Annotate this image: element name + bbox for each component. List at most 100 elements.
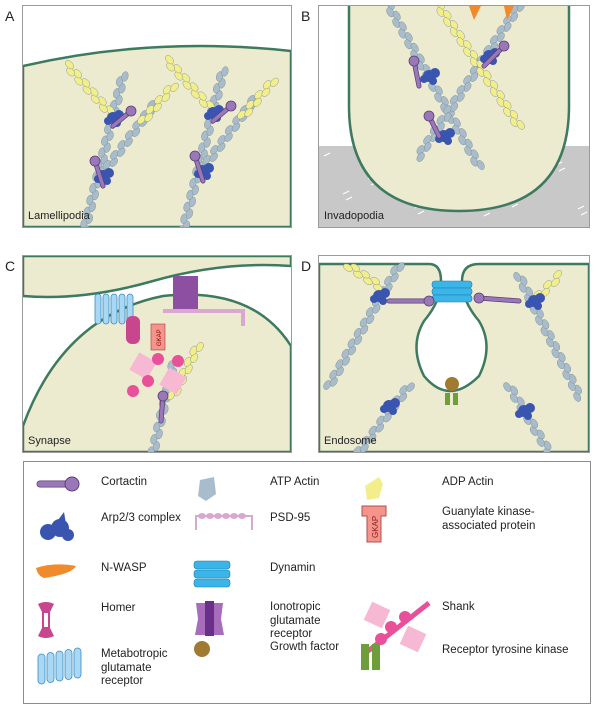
panel-name: Invadopodia [324, 210, 384, 222]
adp-actin-subunit [543, 280, 552, 289]
adp-actin-subunit [343, 263, 353, 272]
adp-actin-subunit [443, 17, 452, 27]
atp-actin-subunit [557, 352, 566, 362]
adp-actin-subunit [551, 278, 560, 287]
rtk [453, 393, 458, 405]
atp-actin-subunit [464, 138, 473, 149]
matrix-fiber [580, 211, 588, 216]
ionotropic-receptor [173, 276, 198, 311]
atp-actin-subunit [496, 25, 505, 35]
legend-label: Receptor tyrosine kinase [442, 644, 569, 656]
matrix-fiber [323, 152, 331, 157]
atp-actin-subunit [353, 328, 362, 338]
cortactin [408, 55, 422, 89]
atp-actin-subunit [341, 348, 350, 359]
atp-actin-subunit [353, 446, 362, 452]
atp-actin-subunit [221, 66, 229, 77]
atp-actin-subunit [224, 125, 234, 135]
adp-actin-subunit [154, 95, 163, 105]
matrix-fiber [558, 167, 566, 172]
atp-actin-subunit [436, 115, 445, 125]
atp-actin-subunit [423, 135, 432, 145]
adp-actin-subunit [182, 80, 192, 90]
adp-actin-subunit [253, 97, 262, 107]
atp-actin-subunit [489, 35, 499, 45]
adp-actin-subunit [553, 270, 562, 279]
atp-actin-subunit [216, 71, 224, 82]
atp-actin-subunit [110, 150, 119, 160]
adp-actin-subunit [245, 100, 255, 110]
svg-text:GKAP: GKAP [371, 516, 380, 538]
atp-actin-subunit [449, 95, 459, 105]
adp-actin-subunit [443, 10, 452, 20]
adp-actin-subunit [436, 7, 445, 17]
atp-actin-subunit [398, 392, 408, 402]
psd-95 [163, 309, 245, 326]
atp-actin-subunit [102, 160, 111, 170]
lamellipodia-illustration [23, 44, 291, 227]
adp-actin-subunit [476, 67, 485, 77]
atp-actin-subunit [386, 6, 395, 10]
adp-actin-subunit [350, 263, 360, 272]
panel-name: Endosome [324, 435, 377, 447]
adp-actin-subunit [509, 117, 519, 127]
arp23-complex [370, 288, 390, 305]
atp-actin-subunit [80, 218, 88, 227]
adp-actin-subunit [262, 80, 272, 90]
adp-actin-subunit [81, 78, 91, 88]
matrix-fiber [342, 190, 350, 195]
growth-factor [445, 377, 459, 391]
cortactin [157, 390, 169, 424]
atp-actin-subunit [404, 39, 413, 50]
panel-lamellipodia: Lamellipodia [22, 5, 292, 228]
atp-actin-subunit [213, 83, 221, 94]
atp-actin-subunit [209, 152, 218, 162]
atp-actin-subunit [509, 12, 519, 22]
adp-actin-subunit [173, 64, 182, 74]
atp-actin-subunit [375, 423, 384, 433]
atp-actin-subunit [398, 28, 407, 39]
atp-actin-subunit [463, 75, 472, 85]
adp-actin-subunit [197, 91, 207, 101]
adp-actin-subunit [189, 82, 199, 92]
panel-letter-d: D [301, 258, 312, 274]
legend-label: Ionotropic glutamate receptor [270, 601, 321, 640]
adp-actin-subunit [456, 30, 465, 40]
atp-actin-subunit [529, 426, 538, 436]
metabotropic-receptor-helix [102, 293, 110, 325]
atp-actin-subunit [509, 393, 518, 403]
actin-filament [503, 382, 552, 452]
atp-actin-subunit [469, 72, 479, 82]
adp-actin-subunit [165, 55, 174, 65]
atp-actin-subunit [359, 317, 368, 328]
adp-actin-subunit [170, 82, 179, 92]
legend-label: ADP Actin [442, 476, 494, 488]
atp-actin-subunit [124, 130, 134, 140]
atp-actin-subunit [82, 225, 90, 227]
legend-label: Arp2/3 complex [101, 512, 181, 524]
atp-actin-subunit [121, 71, 129, 82]
atp-actin-subunit [386, 7, 395, 18]
adp-actin-subunit [483, 77, 492, 87]
metabotropic-receptor-helix [118, 293, 126, 325]
atp-actin-subunit [153, 421, 161, 433]
atp-actin-subunit [86, 194, 94, 206]
atp-actin-subunit [124, 137, 133, 147]
adp-actin-subunit [503, 100, 512, 110]
matrix-fiber [577, 205, 585, 210]
atp-actin-subunit [89, 182, 97, 194]
invadopodium-membrane [347, 6, 571, 213]
atp-actin-subunit [217, 142, 226, 152]
atp-actin-subunit [150, 434, 158, 445]
postsynaptic-membrane [23, 293, 291, 452]
cortactin-icon [34, 474, 84, 499]
adp-actin-icon [359, 474, 389, 509]
atp-actin-subunit [131, 127, 141, 137]
adp-actin-subunit [516, 120, 525, 130]
panel-name: Lamellipodia [28, 210, 90, 222]
adp-actin-subunit [66, 67, 75, 77]
atp-actin-subunit [416, 152, 425, 162]
arp23-complex [420, 68, 440, 85]
panel-letter-c: C [5, 258, 16, 274]
